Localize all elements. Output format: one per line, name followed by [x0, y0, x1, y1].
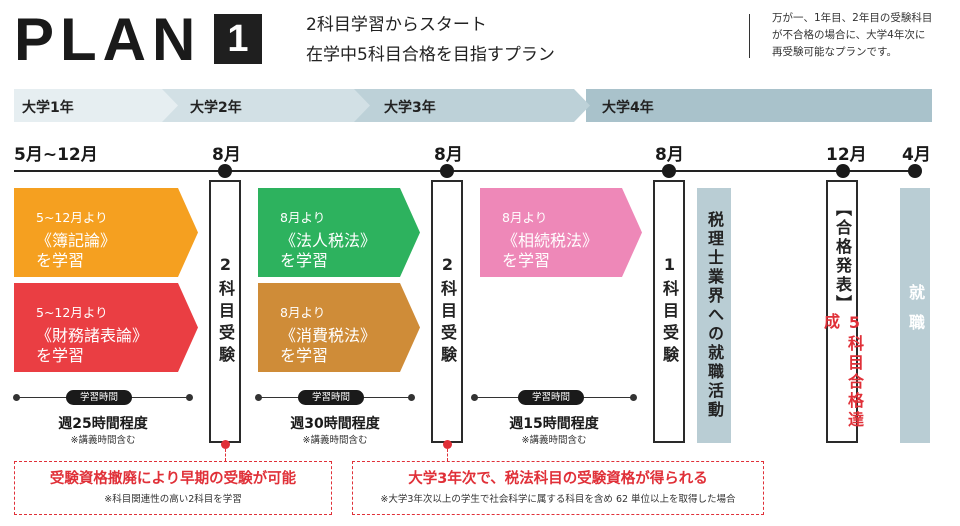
hours-note-2: ※講義時間含む — [302, 435, 368, 446]
red-marker-dot-1 — [221, 440, 230, 449]
subject-from: 5~12月より — [36, 210, 108, 225]
retake-note-line-1: 万が一、1年目、2年目の受験科目 — [772, 12, 933, 24]
month-start-sep: ~ — [42, 145, 58, 165]
note-box-tax-eligibility: 大学3年次で、税法科目の受験資格が得られる ※大学3年次以上の学生で社会科学に属… — [352, 461, 764, 515]
month-label-start: 5月~12月 — [14, 140, 98, 165]
timeline-dot — [218, 164, 232, 178]
red-marker-dot-2 — [443, 440, 452, 449]
subject-from: 5~12月より — [36, 305, 108, 320]
note-main: 受験資格撤廃により早期の受験が可能 — [49, 471, 297, 487]
subject-from: 8月より — [280, 305, 326, 320]
retake-note: 万が一、1年目、2年目の受験科目 が不合格の場合に、大学4年次に 再受験可能なプ… — [762, 10, 952, 61]
year-band-seg-3 — [344, 89, 590, 122]
subject-hojin: 8月より 《法人税法》 を学習 — [258, 188, 408, 277]
subject-name: 《法人税法》 — [280, 231, 377, 250]
retake-note-line-3: 再受験可能なプランです。 — [772, 46, 897, 58]
note-sub: ※大学3年次以上の学生で社会科学に属する科目を含め 62 単位以上を取得した場合 — [380, 494, 736, 505]
month-label-dec: 12月 — [826, 145, 867, 165]
subject-action: を学習 — [280, 346, 329, 365]
plan-number-badge: 1 — [214, 14, 262, 64]
timeline-dot — [836, 164, 850, 178]
hours-badge-1: 学習時間 — [66, 390, 133, 405]
month-label-aug-2: 8月 — [434, 145, 463, 165]
retake-note-line-2: が不合格の場合に、大学4年次に — [772, 29, 926, 41]
subject-name: 《消費税法》 — [280, 326, 377, 345]
hours-text-3: 週15時間程度 — [509, 416, 599, 432]
plan-title: PLAN — [14, 6, 202, 73]
year-label-4: 大学4年 — [602, 100, 654, 116]
subtitle-line-1: 2科目学習からスタート — [306, 15, 487, 35]
month-label-apr: 4月 — [902, 145, 931, 165]
subject-zaimu: 5~12月より 《財務諸表論》 を学習 — [14, 283, 184, 372]
month-start-a: 5月 — [14, 145, 43, 165]
timeline-dot — [440, 164, 454, 178]
subject-arrow-bg-1 — [14, 188, 198, 277]
result-box: 【合格発表】 5科目合格達成 — [821, 180, 864, 443]
note-main: 大学3年次で、税法科目の受験資格が得られる — [408, 471, 708, 487]
subject-action: を学習 — [280, 251, 329, 270]
note-box-early-exam: 受験資格撤廃により早期の受験が可能 ※科目関連性の高い2科目を学習 — [14, 461, 332, 515]
result-title: 【合格発表】 — [833, 200, 852, 314]
timeline-dot — [908, 164, 922, 178]
subject-from: 8月より — [502, 210, 548, 225]
subject-name: 《簿記論》 — [36, 231, 117, 250]
note-sub: ※科目関連性の高い2科目を学習 — [104, 494, 242, 505]
subject-from: 8月より — [280, 210, 326, 225]
job-hunting-text: 税理士業界への就職活動 — [705, 211, 724, 420]
year-label-1: 大学1年 — [22, 100, 74, 116]
subject-action: を学習 — [502, 251, 551, 270]
year-band-seg-4 — [586, 89, 932, 122]
exam-text: 2科目受験 — [216, 255, 235, 368]
year-band-seg-2 — [154, 89, 370, 122]
job-hunting-box: 税理士業界への就職活動 — [697, 188, 731, 443]
subject-name: 《相続税法》 — [502, 231, 599, 250]
exam-box-1: 2科目受験 — [209, 180, 241, 443]
subject-boki: 5~12月より 《簿記論》 を学習 — [14, 188, 184, 277]
red-connector-2 — [447, 449, 448, 461]
month-label-aug-3: 8月 — [655, 145, 684, 165]
hours-note-3: ※講義時間含む — [521, 435, 587, 446]
exam-text: 2科目受験 — [438, 255, 457, 368]
exam-box-3: 1科目受験 — [653, 180, 685, 443]
subject-arrow-bg-4 — [258, 283, 420, 372]
timeline-dot — [662, 164, 676, 178]
hours-text-2: 週30時間程度 — [290, 416, 380, 432]
hours-badge-2: 学習時間 — [298, 390, 365, 405]
subject-sozoku: 8月より 《相続税法》 を学習 — [480, 188, 630, 277]
subject-arrow-bg-5 — [480, 188, 642, 277]
red-connector-1 — [225, 449, 226, 461]
month-start-b: 12月 — [57, 145, 98, 165]
subtitle-line-2: 在学中5科目合格を目指すプラン — [306, 45, 555, 65]
year-band-seg-1 — [14, 89, 178, 122]
subject-name: 《財務諸表論》 — [36, 326, 149, 345]
employment-box: 就職 — [900, 188, 930, 443]
exam-box-2: 2科目受験 — [431, 180, 463, 443]
year-band — [14, 89, 932, 122]
exam-text: 1科目受験 — [660, 255, 679, 368]
year-label-3: 大学3年 — [384, 100, 436, 116]
hours-badge-3: 学習時間 — [518, 390, 585, 405]
hours-text-1: 週25時間程度 — [58, 416, 148, 432]
note-divider — [749, 14, 750, 58]
subject-shohi: 8月より 《消費税法》 を学習 — [258, 283, 408, 372]
timeline-line — [14, 170, 920, 172]
subject-action: を学習 — [36, 251, 85, 270]
year-label-2: 大学2年 — [190, 100, 242, 116]
hours-note-1: ※講義時間含む — [70, 435, 136, 446]
subject-arrow-bg-2 — [14, 283, 198, 372]
month-label-aug-1: 8月 — [212, 145, 241, 165]
employment-text: 就職 — [906, 284, 925, 344]
subject-arrow-bg-3 — [258, 188, 420, 277]
result-achievement: 5科目合格達成 — [821, 313, 864, 431]
subject-action: を学習 — [36, 346, 85, 365]
